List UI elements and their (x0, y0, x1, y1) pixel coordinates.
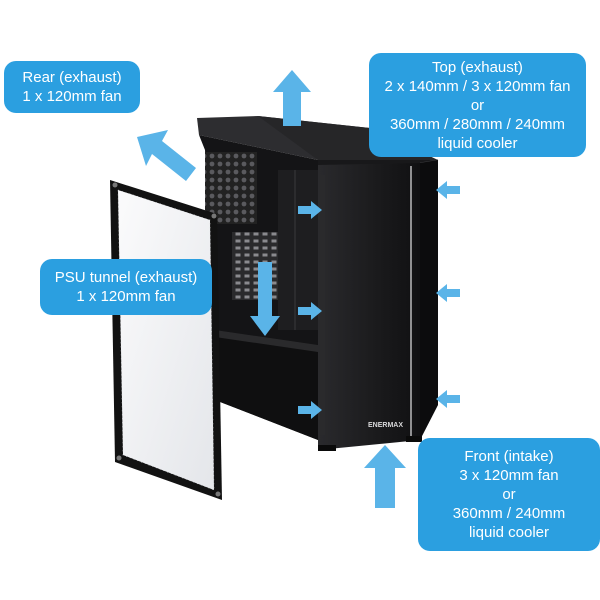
callout-front-line-5: liquid cooler (468, 524, 550, 541)
arrow-rear-exhaust (137, 130, 196, 181)
callout-top-line-3: or (470, 96, 485, 114)
arrow-small-inner-1 (298, 201, 322, 219)
case-front-panel (318, 163, 420, 450)
rear-fan-mesh (205, 152, 257, 224)
airflow-arrows (137, 70, 460, 508)
arrow-psu-down (250, 262, 280, 336)
callout-rear-line-2: 1 x 120mm fan (22, 88, 122, 105)
callout-rear-exhaust: Rear (exhaust) 1 x 120mm fan (4, 61, 140, 113)
callout-top-line-4: 360mm / 280mm / 240mm (389, 115, 566, 133)
callout-top-line-5: liquid cooler (437, 134, 518, 152)
callout-top-exhaust: Top (exhaust) 2 x 140mm / 3 x 120mm fan … (369, 53, 586, 157)
arrow-top-exhaust (273, 70, 311, 126)
callout-rear-line-1: Rear (exhaust) (22, 69, 122, 86)
arrow-front-intake (364, 445, 406, 508)
pc-case: ENERMAX (197, 116, 439, 451)
callout-psu-line-2: 1 x 120mm fan (76, 288, 176, 305)
psu-shroud (215, 330, 318, 440)
callout-psu-tunnel: PSU tunnel (exhaust) 1 x 120mm fan (40, 259, 212, 315)
callout-front-intake: Front (intake) 3 x 120mm fan or 360mm / … (418, 438, 600, 551)
arrow-small-front-2 (436, 284, 460, 302)
arrow-small-inner-3 (298, 401, 322, 419)
arrow-small-front-1 (436, 181, 460, 199)
callout-psu-line-1: PSU tunnel (exhaust) (54, 269, 198, 286)
brand-logo: ENERMAX (368, 422, 403, 429)
callout-front-line-4: 360mm / 240mm (452, 505, 566, 522)
callout-front-line-3: or (502, 486, 516, 503)
glass-side-panel (110, 180, 222, 500)
callout-front-line-1: Front (intake) (464, 448, 554, 465)
arrow-small-inner-2 (298, 302, 322, 320)
arrow-small-front-3 (436, 390, 460, 408)
callout-top-line-1: Top (exhaust) (432, 58, 523, 76)
callout-top-line-2: 2 x 140mm / 3 x 120mm fan (384, 77, 571, 95)
callout-front-line-2: 3 x 120mm fan (459, 467, 559, 484)
